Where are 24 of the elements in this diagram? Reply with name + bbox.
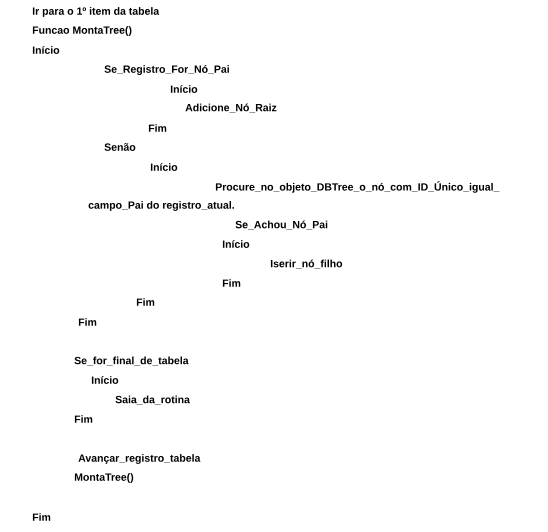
code-line: Adicione_Nó_Raiz	[185, 104, 276, 112]
code-line: Saia_da_rotina	[116, 396, 190, 404]
code-line: Fim	[74, 415, 92, 423]
code-line: Ir para o 1º item da tabela	[32, 7, 160, 17]
code-line: Funcao MontaTree()	[32, 26, 132, 36]
code-line: MontaTree()	[74, 473, 134, 483]
code-line: Avançar_registro_tabela	[78, 454, 200, 464]
code-line: Fim	[148, 124, 166, 132]
code-line: campo_Pai do registro_atual.	[88, 201, 234, 211]
code-line: Início	[92, 376, 118, 384]
code-line: Se_Achou_Nó_Pai	[236, 220, 328, 230]
code-line: Se_Registro_For_Nó_Pai	[104, 65, 229, 75]
code-line: Iserir_nó_filho	[270, 260, 342, 268]
code-line: Senão	[104, 143, 136, 151]
code-line: Fim	[78, 318, 96, 326]
code-line: Início	[32, 46, 60, 54]
code-line: Fim	[32, 513, 50, 521]
code-line: Procure_no_objeto_DBTree_o_nó_com_ID_Único_igual_	[216, 181, 500, 193]
code-line: Se_for_final_de_tabela	[74, 356, 189, 366]
code-line: Fim	[222, 279, 240, 287]
code-line: Início	[222, 240, 250, 248]
code-line: Fim	[136, 298, 154, 306]
code-line: Início	[150, 163, 178, 171]
code-line: Início	[170, 85, 198, 93]
